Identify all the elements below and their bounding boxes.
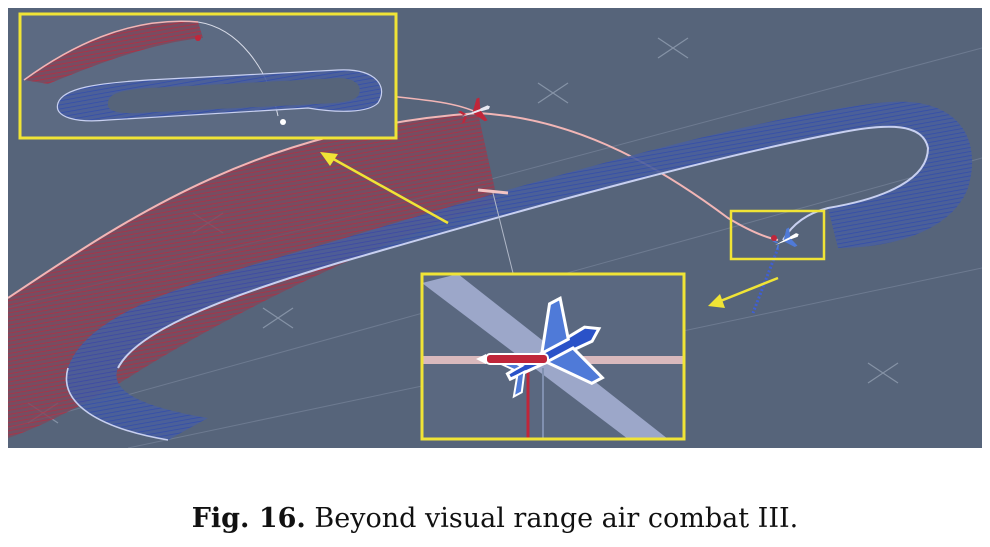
missile-drop-line <box>492 192 514 274</box>
red-upper-path <box>387 95 479 114</box>
air-combat-scene <box>8 12 982 448</box>
missile-track-red <box>477 188 509 195</box>
overview-inset-frame <box>18 12 398 140</box>
blue-trajectory-line <box>117 125 930 369</box>
missile-icon <box>771 235 777 241</box>
figure-title: Beyond visual range air combat III. <box>314 503 799 534</box>
engagement-highlight-frame <box>729 209 826 261</box>
figure-label: Fig. 16. <box>191 503 306 534</box>
red-fighter-jet-icon <box>457 97 491 124</box>
red-trajectory-line <box>8 111 779 299</box>
missile-zoom-icon <box>476 353 549 365</box>
figure-image <box>8 8 982 448</box>
arrow-to-zoom <box>708 276 779 308</box>
figure-caption: Fig. 16. Beyond visual range air combat … <box>0 502 990 536</box>
zoom-inset-frame <box>420 272 686 441</box>
blue-trajectory-ribbon <box>66 101 973 440</box>
arrow-to-overview <box>320 152 449 225</box>
overview-inset <box>20 14 396 138</box>
zoom-inset <box>422 274 684 439</box>
blue-lower-loop-line <box>65 367 169 441</box>
